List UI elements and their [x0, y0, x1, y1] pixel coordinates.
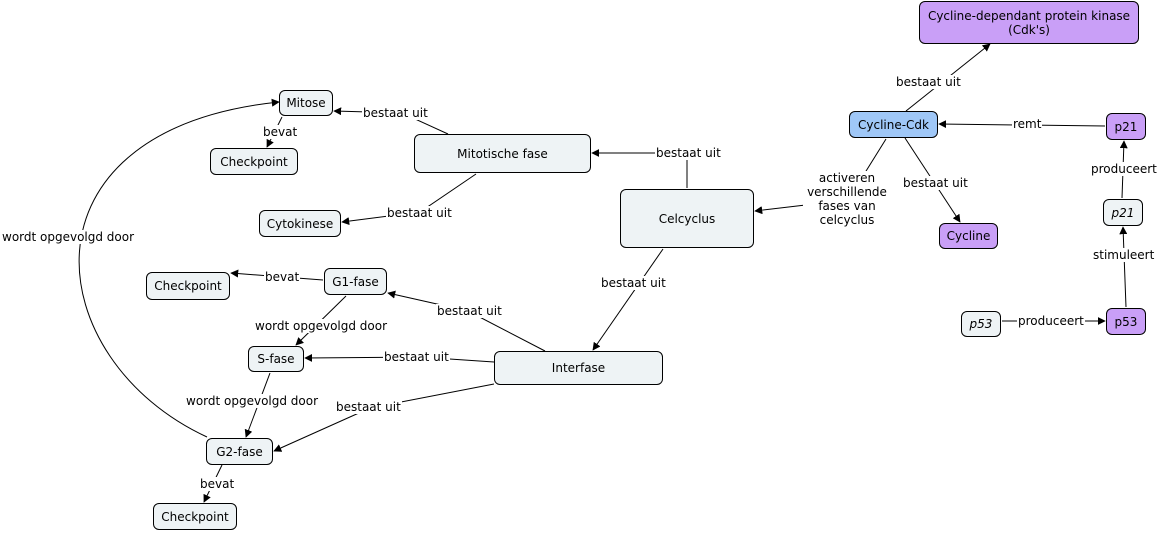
- label-interfase-s: bestaat uit: [383, 350, 450, 364]
- node-p53-label: p53: [1114, 314, 1138, 329]
- node-p53[interactable]: p53: [1106, 308, 1146, 335]
- label-p21-cyclinecdk: remt: [1012, 117, 1043, 131]
- label-s-g2: wordt opgevolgd door: [185, 394, 320, 408]
- node-checkpoint-g2[interactable]: Checkpoint: [153, 503, 237, 530]
- node-celcyclus[interactable]: Celcyclus: [620, 189, 754, 248]
- node-cycline-cdk-label: Cycline-Cdk: [857, 117, 929, 132]
- label-mitotische-cytokinese: bestaat uit: [386, 206, 453, 220]
- link-g2-mitose: [78, 98, 280, 438]
- label-g2-checkpoint: bevat: [199, 477, 236, 491]
- node-s-fase[interactable]: S-fase: [248, 346, 304, 372]
- node-cdk-label: Cycline-dependant protein kinase (Cdk's): [927, 8, 1131, 37]
- node-checkpoint-g1[interactable]: Checkpoint: [146, 272, 230, 300]
- node-g2-fase[interactable]: G2-fase: [206, 438, 273, 465]
- node-cdk[interactable]: Cycline-dependant protein kinase (Cdk's): [919, 1, 1139, 44]
- node-cycline-label: Cycline: [946, 229, 991, 243]
- node-mitose-label: Mitose: [286, 96, 326, 110]
- node-cytokinese[interactable]: Cytokinese: [259, 210, 341, 237]
- node-checkpoint-g1-label: Checkpoint: [154, 279, 222, 293]
- label-celcyclus-interfase: bestaat uit: [600, 276, 667, 290]
- node-p21[interactable]: p21: [1106, 113, 1146, 140]
- node-g2-fase-label: G2-fase: [216, 444, 263, 459]
- label-g2-mitose: wordt opgevolgd door: [1, 230, 136, 244]
- node-celcyclus-label: Celcyclus: [658, 211, 716, 226]
- label-cyclinecdk-cycline: bestaat uit: [902, 176, 969, 190]
- node-interfase-label: Interfase: [551, 361, 606, 375]
- link-celcyclus-interfase: [592, 248, 664, 351]
- node-interfase[interactable]: Interfase: [494, 351, 663, 385]
- label-interfase-g2: bestaat uit: [335, 400, 402, 414]
- label-p53-p21gene: stimuleert: [1092, 248, 1156, 262]
- node-checkpoint-mitose-label: Checkpoint: [220, 154, 288, 169]
- node-mitose[interactable]: Mitose: [279, 90, 333, 116]
- node-cycline-cdk[interactable]: Cycline-Cdk: [849, 111, 938, 138]
- label-cyclinecdk-celcyclus: activeren verschillende fases van celcyc…: [803, 171, 891, 227]
- node-mitotische-fase[interactable]: Mitotische fase: [414, 134, 591, 173]
- node-cycline[interactable]: Cycline: [939, 223, 998, 249]
- node-p53-gene-label: p53: [969, 317, 993, 331]
- label-interfase-g1: bestaat uit: [436, 304, 503, 318]
- label-cyclinecdk-cdk: bestaat uit: [895, 75, 962, 89]
- node-p21-gene-label: p21: [1111, 205, 1135, 220]
- label-p21gene-p21: produceert: [1090, 162, 1158, 176]
- label-p53gene-p53: produceert: [1017, 314, 1085, 328]
- node-p21-gene[interactable]: p21: [1103, 199, 1143, 226]
- label-mitose-checkpoint: bevat: [262, 125, 299, 139]
- node-p53-gene[interactable]: p53: [961, 311, 1001, 337]
- link-p53-p21gene: [1119, 226, 1128, 308]
- node-p21-label: p21: [1114, 119, 1138, 134]
- node-mitotische-fase-label: Mitotische fase: [457, 146, 548, 161]
- node-g1-fase-label: G1-fase: [332, 274, 379, 289]
- node-cytokinese-label: Cytokinese: [266, 216, 334, 231]
- node-s-fase-label: S-fase: [257, 352, 295, 366]
- label-g1-s: wordt opgevolgd door: [254, 319, 389, 333]
- link-interfase-g1: [387, 290, 546, 352]
- label-g1-checkpoint: bevat: [264, 270, 301, 284]
- label-celcyclus-mitotische: bestaat uit: [655, 146, 722, 160]
- node-checkpoint-mitose[interactable]: Checkpoint: [210, 148, 298, 175]
- node-g1-fase[interactable]: G1-fase: [324, 268, 387, 295]
- node-checkpoint-g2-label: Checkpoint: [161, 509, 229, 524]
- label-mitotische-mitose: bestaat uit: [362, 106, 429, 120]
